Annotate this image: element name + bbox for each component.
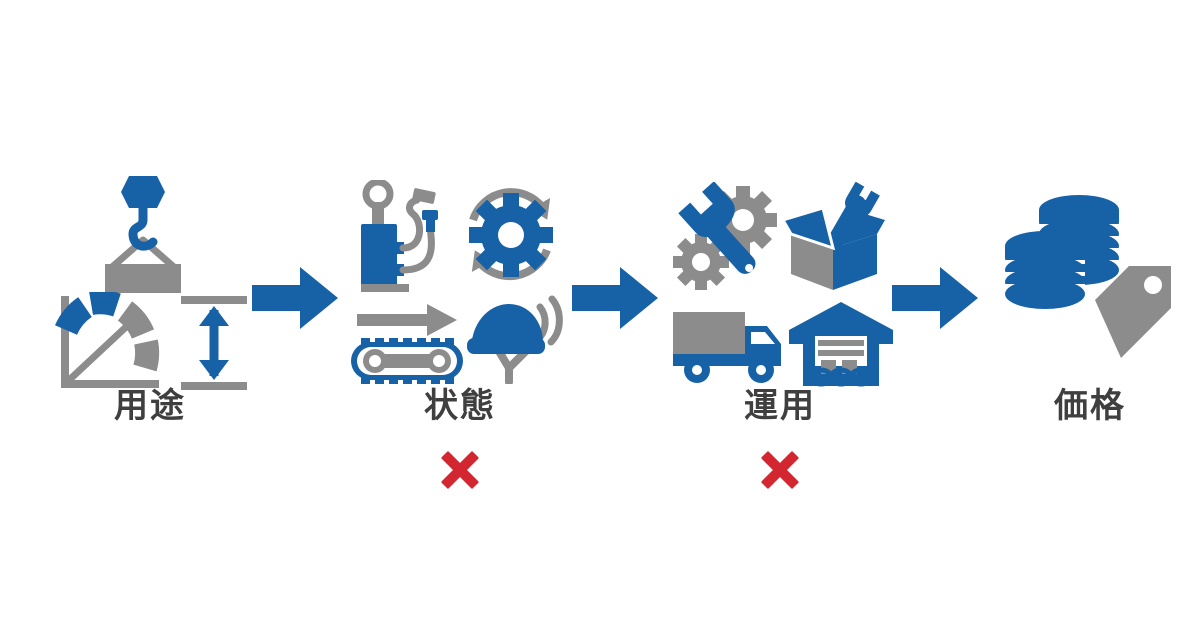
stage-operation-icons <box>665 160 895 387</box>
stage-operation-x-icon <box>758 449 802 490</box>
crawler-track-icon <box>345 298 473 389</box>
hydraulic-cylinder-hose-icon <box>351 178 461 300</box>
stage-usage: 用途 <box>35 160 265 490</box>
stage-price: 価格 <box>975 160 1200 490</box>
flow-arrow-3-icon <box>892 265 978 331</box>
stage-operation-label: 運用 <box>744 387 816 426</box>
stage-condition-icons <box>345 160 575 386</box>
stage-operation: 運用 <box>665 160 895 490</box>
gear-cycle-icon <box>457 178 565 298</box>
stage-usage-icons <box>35 160 265 390</box>
crane-hook-load-icon <box>83 168 203 322</box>
height-measure-icon <box>175 292 253 399</box>
helmet-signal-icon <box>463 290 573 389</box>
wrench-gears-icon <box>665 181 781 302</box>
stage-condition-x-icon <box>438 449 482 490</box>
flow-arrow-1-icon <box>252 265 338 331</box>
coin-stacks-icon <box>1003 188 1183 373</box>
stage-price-icons <box>975 160 1200 383</box>
stage-condition-label: 状態 <box>424 387 496 426</box>
warehouse-chain-icon <box>787 300 895 395</box>
angle-gauge-icon <box>54 290 167 399</box>
price-tag-icon <box>1095 266 1171 358</box>
stage-usage-label: 用途 <box>114 387 186 426</box>
stage-condition: 状態 <box>345 160 575 490</box>
stage-price-label: 価格 <box>1054 387 1126 426</box>
flow-arrow-2-icon <box>572 265 658 331</box>
open-box-wrench-icon <box>775 181 893 302</box>
delivery-truck-icon <box>669 304 787 393</box>
